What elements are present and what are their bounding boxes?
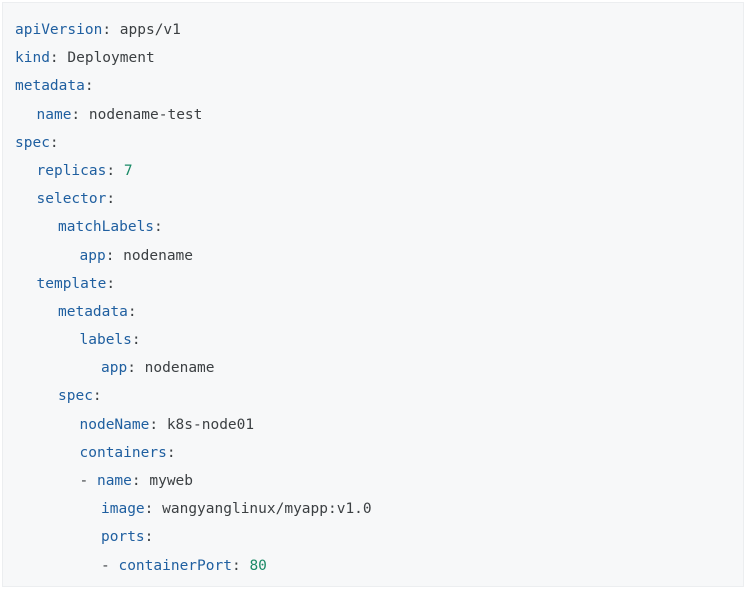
yaml-colon: : — [49, 134, 59, 151]
code-line: image: wangyanglinux/myapp:v1.0 — [15, 495, 372, 523]
yaml-colon: : — [106, 275, 116, 292]
yaml-key: spec — [58, 388, 93, 405]
yaml-colon: : — [149, 416, 159, 433]
yaml-key: metadata — [15, 78, 85, 95]
yaml-number-value: 7 — [123, 162, 133, 179]
yaml-colon: : — [102, 22, 112, 38]
code-line: matchLabels: — [15, 213, 372, 241]
yaml-value: Deployment — [67, 50, 155, 67]
yaml-colon: : — [127, 303, 137, 320]
yaml-key: metadata — [58, 303, 128, 320]
yaml-key: nodeName — [79, 416, 150, 433]
yaml-colon: : — [154, 219, 163, 236]
yaml-key: app — [79, 247, 106, 264]
yaml-key: containers — [79, 444, 167, 461]
code-line: app: nodename — [15, 354, 372, 382]
yaml-colon: : — [105, 247, 115, 264]
yaml-colon: : — [131, 473, 141, 489]
code-line: template: — [15, 270, 372, 298]
yaml-key: labels — [79, 332, 132, 349]
yaml-value: nodename-test — [88, 106, 203, 123]
code-line: apiVersion: apps/v1 — [15, 16, 372, 44]
yaml-value: apps/v1 — [119, 22, 181, 38]
list-dash: - — [101, 557, 119, 574]
code-line: metadata: — [15, 72, 372, 100]
yaml-key: selector — [36, 191, 107, 208]
code-line: - name: myweb — [15, 467, 372, 495]
yaml-colon: : — [84, 78, 94, 95]
code-line: containers: — [15, 439, 372, 467]
code-line: name: nodename-test — [15, 101, 372, 129]
code-line: replicas: 7 — [15, 157, 372, 185]
yaml-key: containerPort — [118, 557, 232, 574]
yaml-colon: : — [49, 50, 59, 67]
yaml-key: kind — [15, 50, 50, 67]
code-line: spec: — [15, 129, 372, 157]
list-dash: - — [79, 473, 97, 489]
yaml-key: apiVersion — [15, 22, 103, 38]
yaml-key: spec — [15, 134, 50, 151]
yaml-number-value: 80 — [249, 557, 267, 574]
yaml-key: app — [101, 360, 128, 377]
yaml-key: name — [36, 106, 72, 123]
yaml-colon: : — [106, 162, 116, 179]
yaml-colon: : — [231, 557, 241, 574]
yaml-value: nodename — [123, 247, 194, 264]
yaml-colon: : — [71, 106, 81, 123]
yaml-key: matchLabels — [58, 219, 155, 236]
yaml-colon: : — [106, 191, 116, 208]
yaml-colon: : — [92, 388, 102, 405]
yaml-colon: : — [144, 529, 154, 546]
code-line: - containerPort: 80 — [15, 552, 372, 580]
yaml-key: image — [101, 501, 145, 518]
yaml-value: nodename — [144, 360, 215, 377]
yaml-key: template — [36, 275, 107, 292]
yaml-colon: : — [131, 332, 141, 349]
yaml-colon: : — [166, 444, 176, 461]
code-line: kind: Deployment — [15, 44, 372, 72]
yaml-key: name — [96, 473, 132, 489]
yaml-value: myweb — [149, 473, 194, 489]
code-line: labels: — [15, 326, 372, 354]
yaml-key: replicas — [36, 162, 107, 179]
yaml-value: wangyanglinux/myapp:v1.0 — [162, 501, 372, 518]
yaml-colon: : — [144, 501, 154, 518]
code-line: app: nodename — [15, 242, 372, 270]
code-line: selector: — [15, 185, 372, 213]
code-line: metadata: — [15, 298, 372, 326]
yaml-value: k8s-node01 — [166, 416, 255, 433]
code-line: ports: — [15, 523, 372, 551]
yaml-colon: : — [127, 360, 136, 377]
yaml-key: ports — [101, 529, 145, 546]
code-line: nodeName: k8s-node01 — [15, 411, 372, 439]
code-line: spec: — [15, 382, 372, 410]
